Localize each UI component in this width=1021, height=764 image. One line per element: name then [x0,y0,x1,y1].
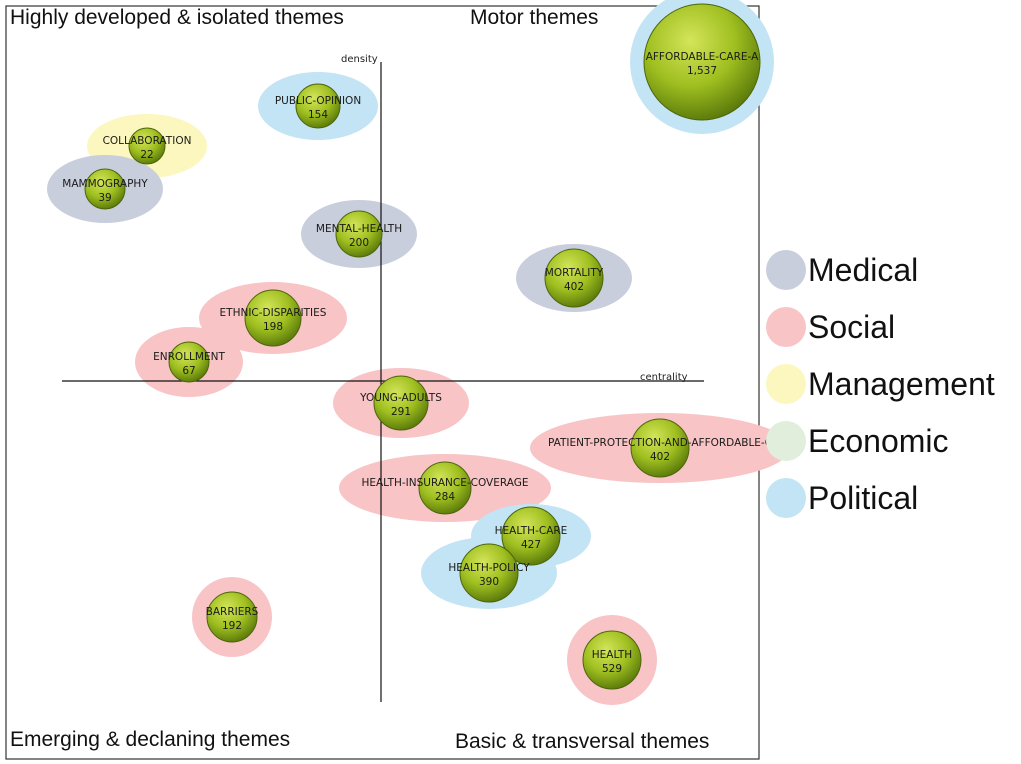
bubble-label-mammography: MAMMOGRAPHY [62,178,148,190]
bubble-label-enrollment: ENROLLMENT [153,351,225,363]
bubble-health-policy[interactable] [459,543,519,603]
bubble-enrollment[interactable] [168,341,210,383]
bubble-label-mortality: MORTALITY [545,267,604,279]
bubble-public-opinion[interactable] [295,83,341,129]
bubble-label-patient-protection-and-affordable-c: PATIENT-PROTECTION-AND-AFFORDABLE-C [548,437,772,449]
bubble-health-insurance-coverage[interactable] [418,461,472,515]
bubble-value-enrollment: 67 [182,365,195,377]
bubble-young-adults[interactable] [373,375,429,431]
centrality-axis-label: centrality [640,372,688,383]
bubble-label-ethnic-disparities: ETHNIC-DISPARITIES [220,307,327,319]
legend-swatch-political [766,478,806,518]
bubble-label-health-care: HEALTH-CARE [495,525,568,537]
bubble-label-collaboration: COLLABORATION [103,135,192,147]
bubble-value-barriers: 192 [222,620,242,632]
quadrant-bottom-right-label: Basic & transversal themes [455,730,709,753]
bubble-patient-protection-and-affordable-c[interactable] [630,418,690,478]
bubble-label-health-policy: HEALTH-POLICY [448,562,530,574]
legend-label-social: Social [808,309,895,345]
legend-label-political: Political [808,480,918,516]
bubble-value-health-care: 427 [521,539,541,551]
bubble-value-mortality: 402 [564,281,584,293]
bubble-value-collaboration: 22 [140,149,153,161]
legend-label-economic: Economic [808,423,949,459]
bubble-label-barriers: BARRIERS [206,606,259,618]
bubble-value-patient-protection-and-affordable-c: 402 [650,451,670,463]
bubble-label-mental-health: MENTAL-HEALTH [316,223,402,235]
bubble-value-public-opinion: 154 [308,109,328,121]
bubble-label-affordable-care-a: AFFORDABLE-CARE-A [646,51,759,63]
bubble-barriers[interactable] [206,591,258,643]
bubble-value-affordable-care-a: 1,537 [687,65,717,77]
bubble-value-health-insurance-coverage: 284 [435,491,455,503]
quadrant-bottom-left-label: Emerging & declaning themes [10,728,290,751]
legend-swatch-management [766,364,806,404]
legend-label-medical: Medical [808,252,918,288]
bubble-value-mental-health: 200 [349,237,369,249]
density-axis-label: density [341,54,378,65]
legend-swatch-social [766,307,806,347]
bubble-collaboration[interactable] [128,127,166,165]
bubble-health[interactable] [582,630,642,690]
bubble-label-health-insurance-coverage: HEALTH-INSURANCE-COVERAGE [361,477,528,489]
bubble-mammography[interactable] [84,168,126,210]
bubble-value-health: 529 [602,663,622,675]
bubble-label-young-adults: YOUNG-ADULTS [359,392,442,404]
bubble-value-young-adults: 291 [391,406,411,418]
bubble-value-ethnic-disparities: 198 [263,321,283,333]
bubble-mortality[interactable] [544,248,604,308]
bubble-mental-health[interactable] [335,210,383,258]
bubble-value-mammography: 39 [98,192,111,204]
bubble-health-care[interactable] [501,506,561,566]
bubble-label-health: HEALTH [592,649,632,661]
bubble-ethnic-disparities[interactable] [244,289,302,347]
legend-swatch-economic [766,421,806,461]
quadrant-top-left-label: Highly developed & isolated themes [10,6,344,29]
legend-swatch-medical [766,250,806,290]
quadrant-top-right-label: Motor themes [470,6,598,29]
bubble-affordable-care-a[interactable] [643,3,761,121]
legend-label-management: Management [808,366,995,402]
bubble-label-public-opinion: PUBLIC-OPINION [275,95,361,107]
bubble-value-health-policy: 390 [479,576,499,588]
